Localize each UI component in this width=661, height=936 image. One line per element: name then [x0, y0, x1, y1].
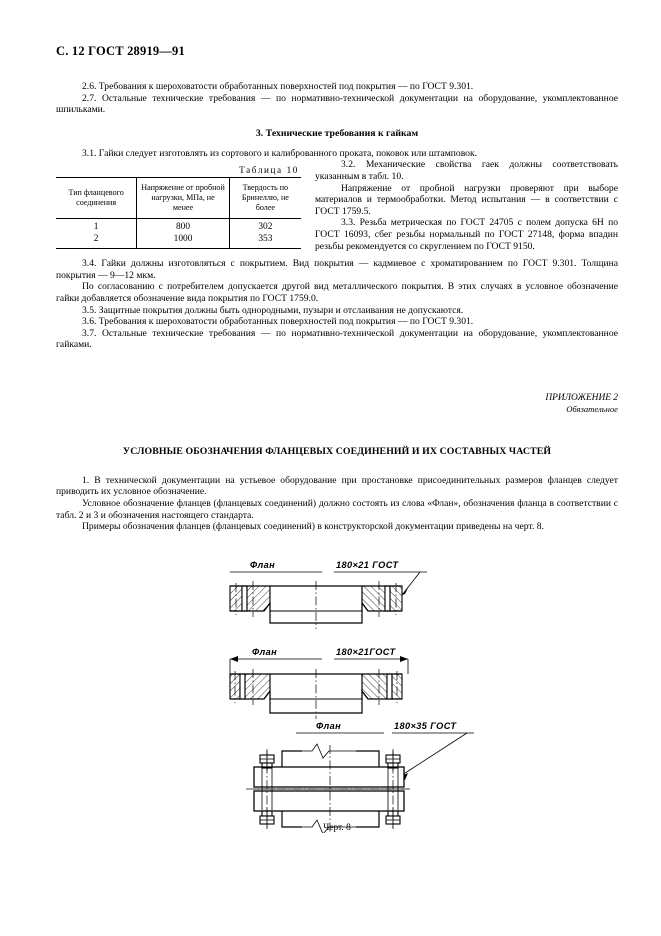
- figure-1-label-a: Флан: [250, 560, 275, 570]
- table-row: 1 800 302: [56, 218, 301, 234]
- table-bottom-rule: [56, 248, 301, 250]
- table-col-header-stress: Напряжение от пробной нагрузки, МПа, не …: [136, 177, 230, 219]
- appendix-paragraph-2: Условное обозначение фланцев (фланцевых …: [56, 498, 618, 521]
- table-header-row: Тип фланцевого соединения Напряжение от …: [56, 177, 301, 219]
- appendix-number: ПРИЛОЖЕНИЕ 2: [545, 392, 618, 403]
- table-10-head: Тип фланцевого соединения Напряжение от …: [56, 177, 301, 219]
- figures-area: Флан 180×21 ГОСТ: [56, 555, 618, 847]
- table-10-caption: Таблица 10: [239, 165, 299, 176]
- appendix-kind: Обязательное: [566, 404, 618, 415]
- appendix-paragraph-3: Примеры обозначения фланцев (фланцевых с…: [82, 521, 544, 533]
- page-content: С. 12 ГОСТ 28919—91 2.6. Требования к ше…: [56, 44, 618, 847]
- cell-hardness: 353: [258, 233, 273, 244]
- figure-1-label-b: 180×21 ГОСТ: [336, 560, 399, 570]
- paragraph-coating-agreement: По согласованию с потребителем допускает…: [56, 281, 618, 304]
- rule-cell: [56, 248, 137, 250]
- table-and-text-row: Таблица 10 Тип фланцевого соединения Нап…: [56, 159, 618, 252]
- appendix-paragraph-1: 1. В технической документации на устьево…: [56, 474, 618, 498]
- paragraph-3-1: 3.1. Гайки следует изготовлять из сортов…: [82, 147, 478, 159]
- paragraph-2-7: 2.7. Остальные технические требования — …: [56, 92, 618, 116]
- cell-type: 1: [56, 218, 138, 234]
- paragraph-3-2: 3.2. Механические свойства гаек должны с…: [315, 159, 618, 182]
- figure-flange-1: Флан 180×21 ГОСТ: [212, 555, 472, 641]
- table-10-wrapper: Таблица 10 Тип фланцевого соединения Нап…: [56, 165, 301, 250]
- cell-hardness: 302: [258, 222, 273, 233]
- figure-2-label-a: Флан: [252, 647, 277, 657]
- cell-stress: 1000: [136, 233, 230, 249]
- cell-stress: 800: [136, 218, 230, 234]
- table-col-header-type: Тип фланцевого соединения: [56, 177, 138, 219]
- figure-caption: Черт. 8: [323, 822, 351, 833]
- table-10-body: 1 800 302 2 1000 353: [56, 218, 301, 249]
- figure-flange-joint-3: Флан 180×35 ГОСТ: [224, 715, 504, 833]
- paragraph-3-5: 3.5. Защитные покрытия должны быть однор…: [82, 304, 464, 316]
- rule-cell: [136, 248, 230, 250]
- table-10: Тип фланцевого соединения Напряжение от …: [56, 177, 301, 250]
- right-text-column: 3.2. Механические свойства гаек должны с…: [315, 159, 618, 252]
- table-10-foot: [56, 248, 301, 250]
- figure-3-label-a: Флан: [316, 721, 341, 731]
- appendix-title: УСЛОВНЫЕ ОБОЗНАЧЕНИЯ ФЛАНЦЕВЫХ СОЕДИНЕНИ…: [122, 445, 552, 457]
- paragraph-proof-load: Напряжение от пробной нагрузки проверяют…: [315, 182, 618, 217]
- table-row: 2 1000 353: [56, 233, 301, 249]
- figure-3-label-b: 180×35 ГОСТ: [394, 721, 457, 731]
- page-header: С. 12 ГОСТ 28919—91: [56, 44, 185, 58]
- rule-cell: [229, 248, 301, 250]
- appendix-body: 1. В технической документации на устьево…: [56, 475, 618, 533]
- figure-3-svg: Флан 180×35 ГОСТ: [246, 721, 474, 833]
- paragraph-3-6: 3.6. Требования к шероховатости обработа…: [82, 316, 474, 328]
- paragraph-3-4: 3.4. Гайки должны изготовляться с покрыт…: [56, 258, 618, 281]
- figure-2-label-b: 180×21ГОСТ: [336, 647, 396, 657]
- paragraph-2-6: 2.6. Требования к шероховатости обработа…: [82, 81, 474, 92]
- paragraph-3-3: 3.3. Резьба метрическая по ГОСТ 24705 с …: [315, 217, 618, 252]
- table-column: Таблица 10 Тип фланцевого соединения Нап…: [56, 159, 301, 250]
- cell-type: 2: [56, 233, 138, 249]
- figure-2-svg: Флан 180×21ГОСТ: [229, 647, 409, 719]
- table-col-header-hardness: Твердость по Бринеллю, не более: [241, 183, 289, 213]
- appendix-marker: ПРИЛОЖЕНИЕ 2 Обязательное: [56, 393, 618, 416]
- figure-1-svg: Флан 180×21 ГОСТ: [229, 560, 427, 629]
- figure-flange-2: Флан 180×21ГОСТ: [212, 638, 472, 728]
- paragraph-3-7: 3.7. Остальные технические требования — …: [56, 327, 618, 351]
- section-3-heading: 3. Технические требования к гайкам: [255, 127, 419, 139]
- after-table-text: 3.4. Гайки должны изготовляться с покрыт…: [56, 258, 618, 351]
